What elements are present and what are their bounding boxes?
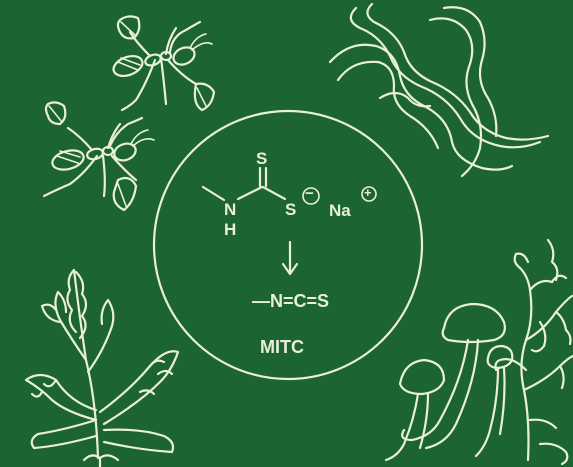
negative-charge-sign: − (305, 185, 314, 202)
atom-sodium: Na (329, 201, 351, 220)
reaction-arrow (281, 240, 299, 276)
ant-icon (42, 101, 155, 212)
weed-plant-icon (24, 268, 180, 467)
reaction-circle (152, 109, 424, 381)
molecule-bonds (201, 166, 287, 202)
positive-charge-circle (361, 186, 377, 202)
positive-charge-sign: + (364, 185, 372, 200)
negative-charge-circle (302, 187, 320, 205)
atom-sulfur-top: S (256, 149, 268, 168)
atom-sulfur-right: S (285, 200, 297, 219)
product-name: MITC (260, 337, 304, 357)
lichen-icon (494, 238, 573, 466)
product-formula: —N=C=S (252, 291, 330, 311)
atom-hydrogen: H (224, 220, 237, 239)
nematode-icon (328, 2, 550, 178)
ant-icon (112, 15, 216, 112)
atom-nitrogen: N (224, 200, 237, 219)
mushroom-icon (384, 302, 514, 462)
